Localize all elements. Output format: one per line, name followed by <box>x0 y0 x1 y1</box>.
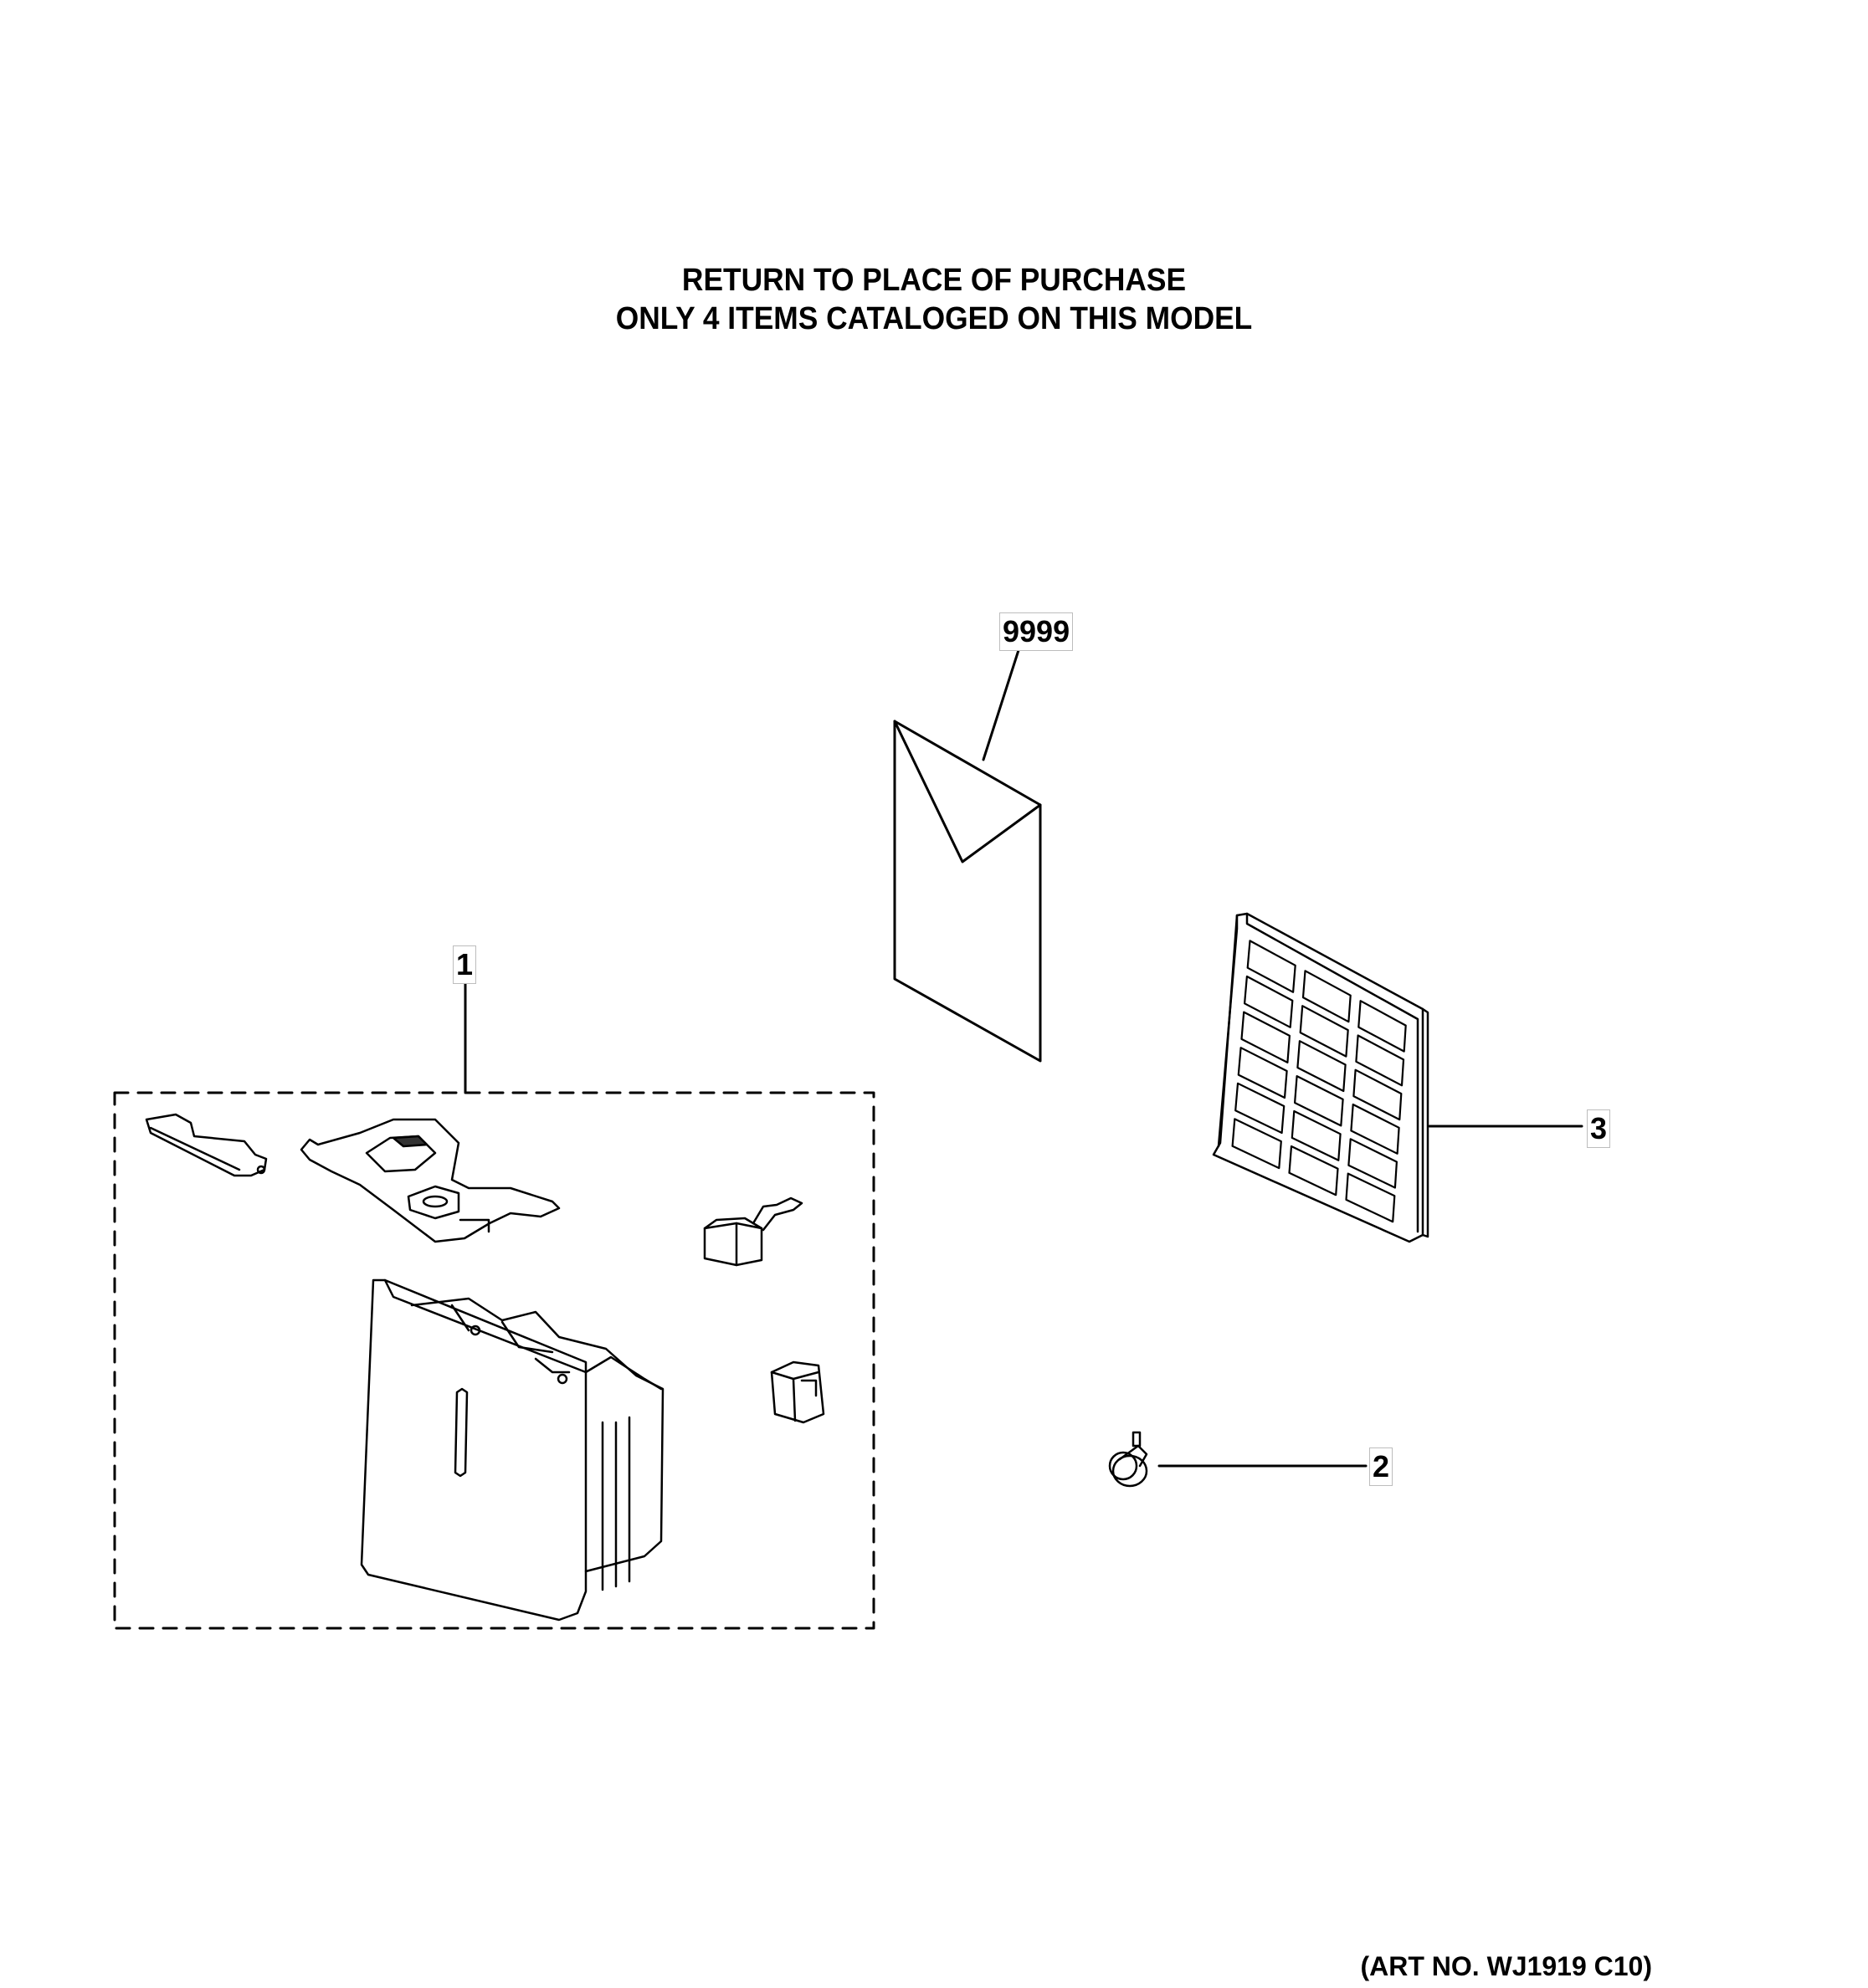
art-number: (ART NO. WJ1919 C10) <box>1360 1951 1652 1981</box>
filter-cell <box>1231 1118 1282 1170</box>
handle-drawing <box>145 1113 268 1177</box>
filter-cell <box>1243 975 1294 1028</box>
callout-2[interactable]: 2 <box>1369 1447 1393 1486</box>
filter-cell <box>1246 940 1296 993</box>
kit-boundary-dashed <box>113 1091 875 1630</box>
filter-cell <box>1288 1145 1339 1196</box>
filter-cell <box>1299 1005 1349 1058</box>
filter-cell <box>1357 1000 1407 1053</box>
caster-drawing <box>1108 1431 1368 1488</box>
manual-envelope-drawing <box>893 646 1042 1063</box>
float-switch-drawing <box>770 1360 825 1424</box>
filter-cell <box>1347 1138 1398 1189</box>
filter-cell <box>1301 970 1352 1023</box>
filter-cell <box>1234 1082 1286 1135</box>
leader-line-9999 <box>982 646 1021 761</box>
filter-cell <box>1352 1068 1403 1121</box>
filter-cell <box>1291 1109 1342 1161</box>
filter-cell <box>1240 1011 1291 1064</box>
water-bucket-drawing <box>360 1278 665 1622</box>
filter-cell <box>1355 1034 1405 1087</box>
filter-cell <box>1293 1074 1344 1127</box>
header-line-2: ONLY 4 ITEMS CATALOGED ON THIS MODEL <box>615 301 1253 336</box>
filter-grille-drawing <box>1212 912 1583 1243</box>
bracket-plate-drawing <box>300 1118 561 1243</box>
valve-bracket-drawing <box>703 1196 803 1267</box>
filter-cells <box>1231 940 1407 1223</box>
filter-cell <box>1350 1103 1400 1155</box>
header-line-1: RETURN TO PLACE OF PURCHASE <box>681 263 1187 298</box>
callout-1[interactable]: 1 <box>453 945 477 984</box>
callout-3[interactable]: 3 <box>1587 1109 1611 1148</box>
diagram-header: RETURN TO PLACE OF PURCHASE ONLY 4 ITEMS… <box>0 261 1868 338</box>
filter-cell <box>1296 1040 1347 1093</box>
callout-9999[interactable]: 9999 <box>999 612 1074 651</box>
filter-cell <box>1237 1047 1288 1099</box>
filter-cell <box>1345 1172 1396 1223</box>
